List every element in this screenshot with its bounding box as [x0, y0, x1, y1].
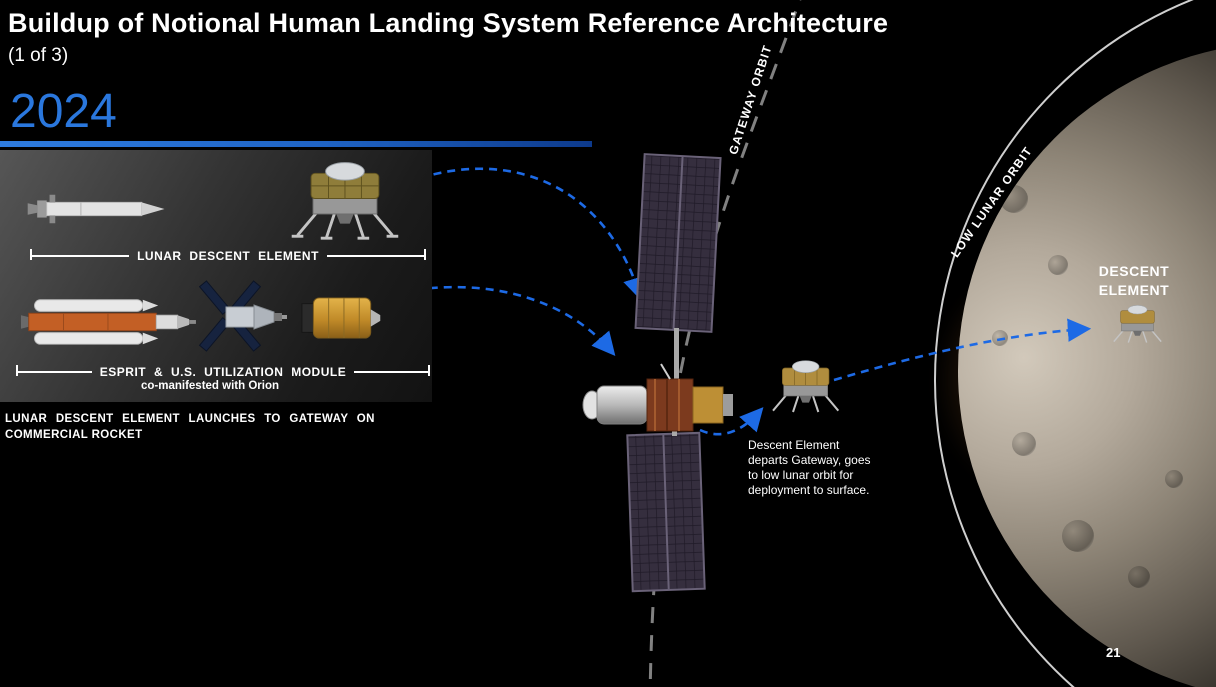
crater — [1048, 255, 1068, 275]
descent-note-line-3: to low lunar orbit for — [748, 468, 854, 482]
panel-caption: LUNAR DESCENT ELEMENT LAUNCHES TO GATEWA… — [5, 411, 375, 443]
arrow-lde-to-gateway — [419, 167, 646, 301]
low-lunar-orbit-arc — [934, 0, 1194, 687]
descent-element-lander-icon — [1113, 305, 1162, 343]
lde-bracket: LUNAR DESCENT ELEMENT — [30, 246, 426, 263]
descent-note: Descent Element departs Gateway, goes to… — [748, 438, 871, 498]
arrow-gateway-to-descent — [699, 407, 764, 436]
gateway-solar-array-top — [634, 153, 722, 333]
hardware-panel: LUNAR DESCENT ELEMENT — [0, 150, 432, 402]
lde-label: LUNAR DESCENT ELEMENT — [137, 249, 319, 263]
page-subtitle: (1 of 3) — [8, 45, 69, 66]
year-underline — [0, 141, 592, 147]
crater — [1000, 185, 1028, 213]
crater — [1128, 566, 1150, 588]
bracket-tick — [428, 365, 431, 376]
caption-line-1: LUNAR DESCENT ELEMENT LAUNCHES TO GATEWA… — [5, 413, 375, 425]
descent-note-line-1: Descent Element — [748, 438, 840, 452]
gateway-solar-array-bottom — [626, 431, 706, 593]
descent-element-label-line-1: DESCENT — [1098, 263, 1170, 279]
page-title: Buildup of Notional Human Landing System… — [8, 8, 889, 38]
descent-element-spacecraft-icon — [772, 360, 840, 413]
bracket-tick — [30, 249, 32, 260]
year-label: 2024 — [10, 85, 117, 138]
descent-element-label-line-2: ELEMENT — [1098, 282, 1170, 298]
orion-capsule-icon — [198, 280, 287, 352]
bracket-tick — [16, 365, 18, 376]
sls-rocket-icon — [20, 299, 196, 345]
crater — [1012, 432, 1036, 456]
caption-line-2: COMMERCIAL ROCKET — [5, 429, 143, 441]
gateway-station-icon — [582, 153, 733, 593]
descent-note-line-4: deployment to surface. — [748, 483, 870, 497]
crater — [1165, 470, 1183, 488]
esprit-sublabel: co-manifested with Orion — [140, 380, 279, 392]
esprit-label: ESPRIT & U.S. UTILIZATION MODULE — [99, 365, 347, 379]
descent-element-label: DESCENT ELEMENT — [1088, 262, 1180, 300]
commercial-rocket-icon — [27, 194, 165, 224]
bracket-line — [32, 255, 130, 257]
esprit-module-icon — [301, 297, 381, 339]
crater — [992, 330, 1008, 346]
bracket-tick — [424, 249, 426, 260]
bracket-line — [326, 255, 424, 257]
crater — [1035, 120, 1053, 138]
bracket-line — [354, 371, 429, 373]
crater — [1062, 520, 1094, 552]
descent-note-line-2: departs Gateway, goes — [748, 453, 871, 467]
bracket-line — [18, 371, 92, 373]
arrow-descent-to-low-lunar-orbit — [833, 318, 1092, 382]
arrow-esprit-to-gateway — [401, 285, 616, 356]
page-number: 21 — [1106, 645, 1121, 660]
gateway-hub — [582, 363, 733, 432]
lunar-descent-element-icon — [291, 162, 399, 240]
esprit-bracket: ESPRIT & U.S. UTILIZATION MODULE — [16, 362, 431, 379]
